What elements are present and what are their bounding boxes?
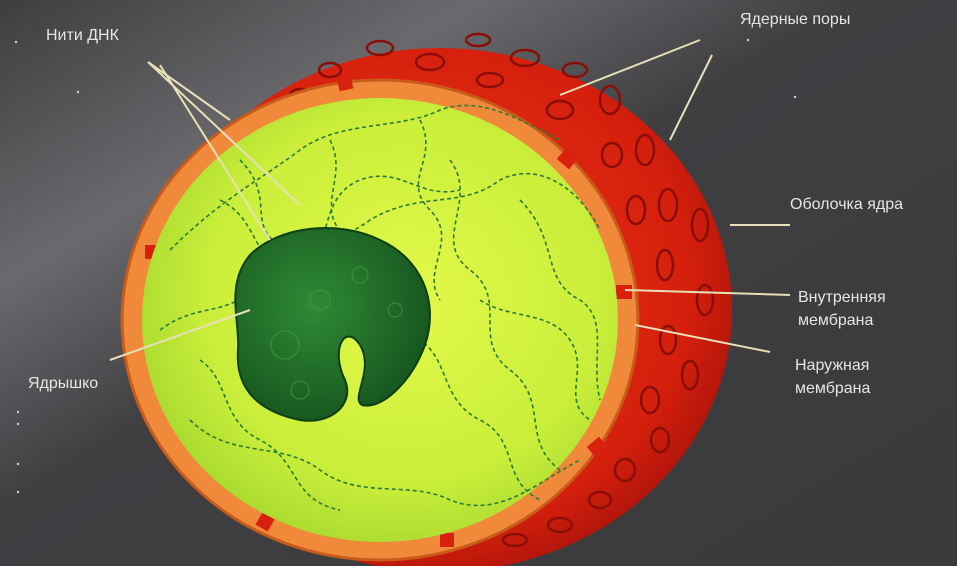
nucleolus [234, 227, 431, 422]
label-nucleolus: Ядрышко [28, 375, 99, 392]
decorative-dots [14, 38, 797, 494]
label-nuclear-envelope: Оболочка ядра [790, 196, 904, 213]
leader-lines [109, 39, 791, 361]
membrane-gaps [145, 74, 632, 547]
label-dna-threads: Нити ДНК [46, 27, 119, 44]
label-outer-membrane-line1: Наружная [795, 357, 870, 374]
nucleolus-texture [270, 266, 403, 400]
label-inner-membrane-line1: Внутренняя [798, 289, 886, 306]
label-outer-membrane-line2: мембрана [795, 380, 871, 397]
label-nuclear-pores: Ядерные поры [740, 11, 851, 28]
label-inner-membrane-line2: мембрана [798, 312, 874, 329]
